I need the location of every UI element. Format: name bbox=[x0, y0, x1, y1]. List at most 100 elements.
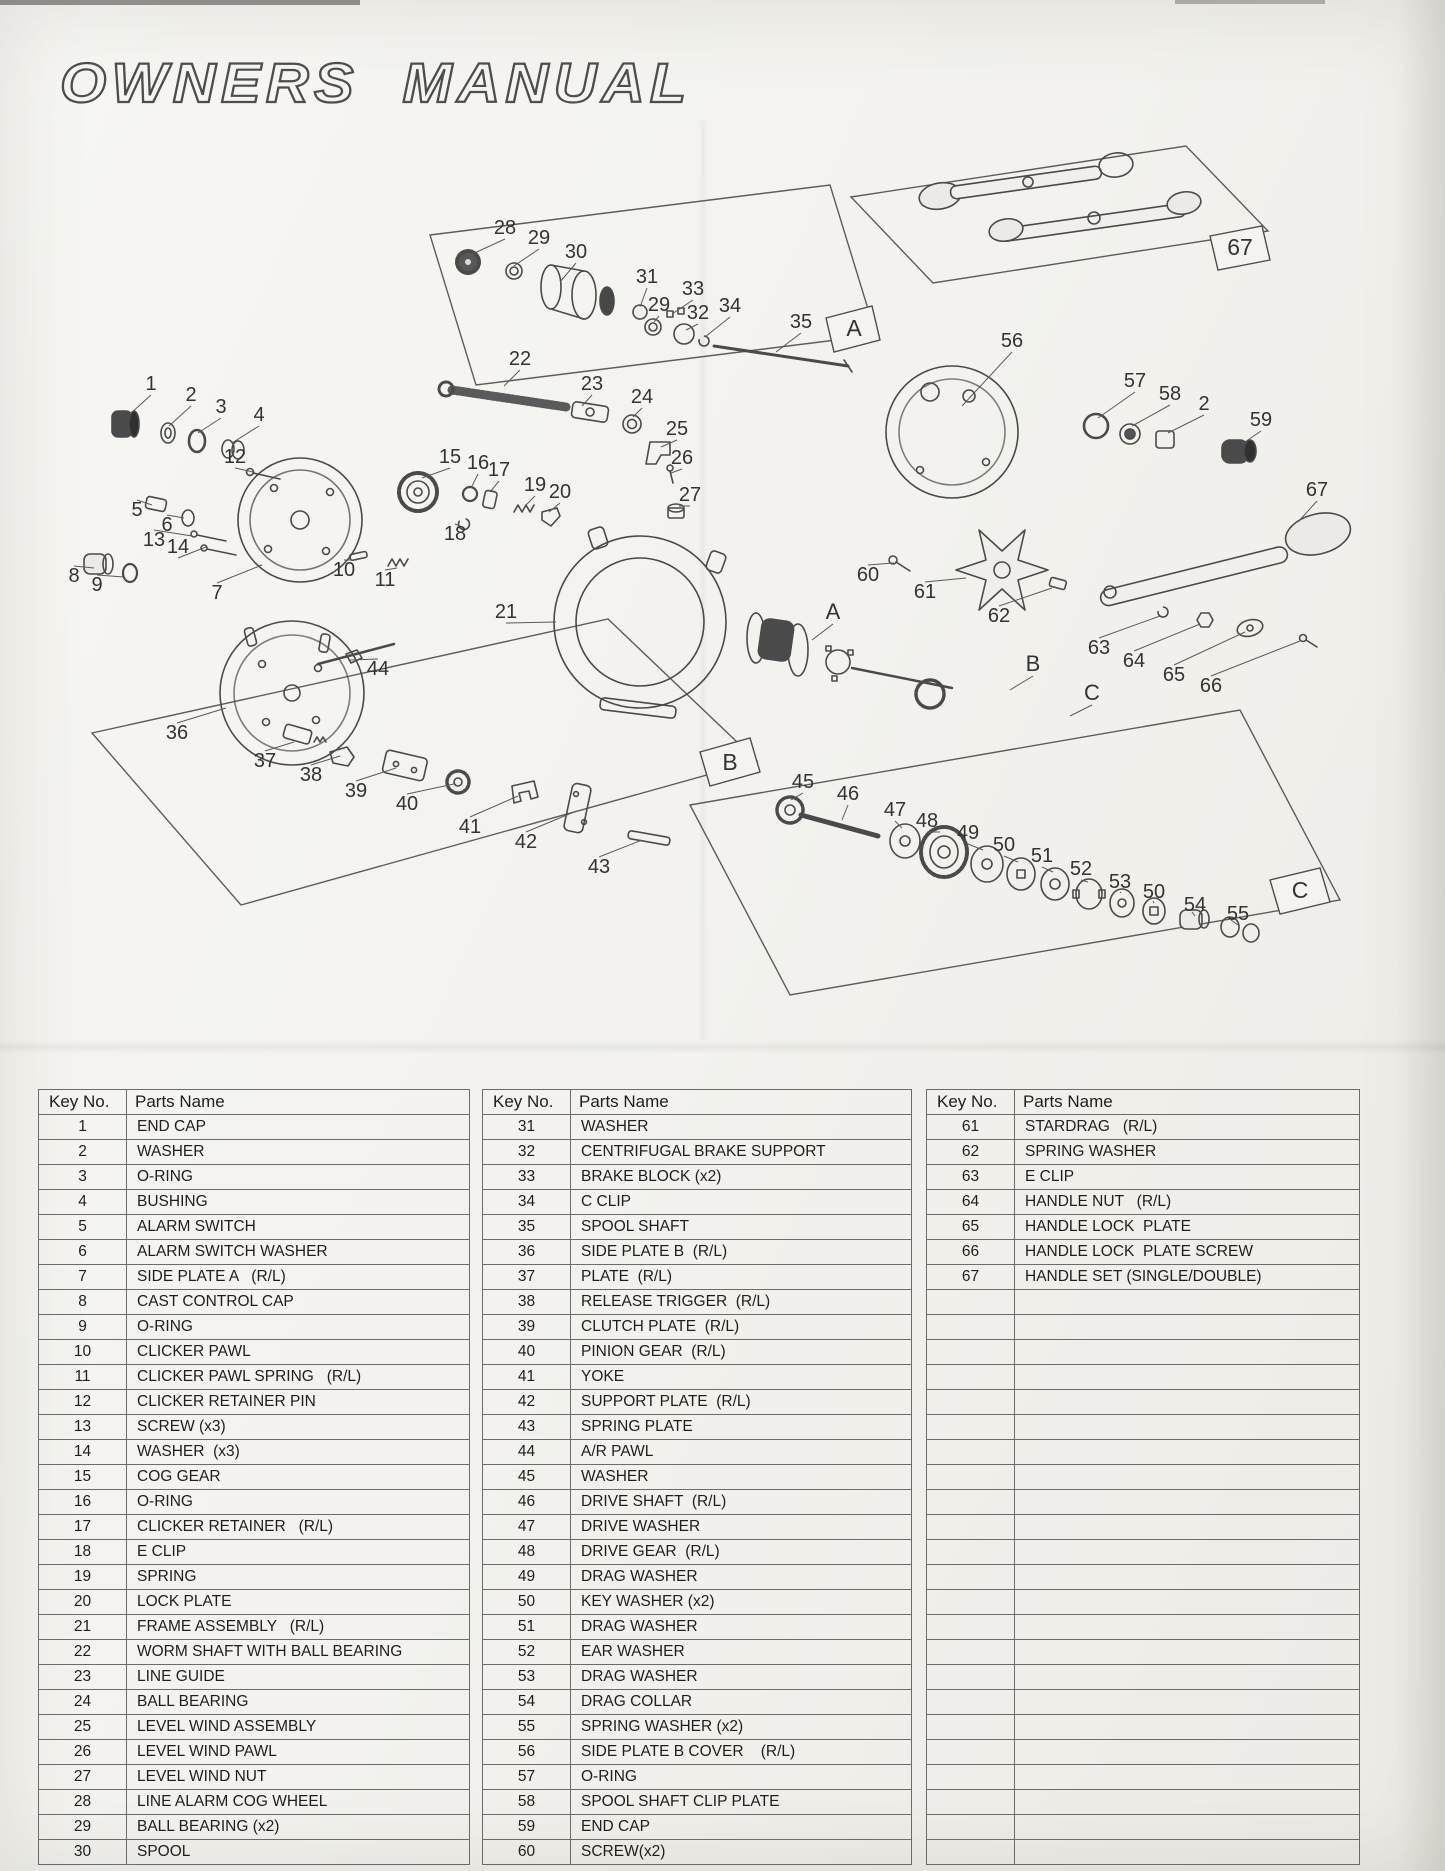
leader-line bbox=[548, 502, 561, 513]
part-name: ALARM SWITCH WASHER bbox=[126, 1239, 470, 1265]
scan-edge-artifact bbox=[1175, 0, 1325, 4]
part-number-label: 43 bbox=[588, 856, 610, 878]
leader-line bbox=[924, 577, 967, 583]
part-name bbox=[1014, 1489, 1360, 1515]
part-name: HANDLE LOCK PLATE SCREW bbox=[1014, 1239, 1360, 1265]
leader-line bbox=[264, 741, 295, 752]
section-label-a: A bbox=[846, 315, 862, 341]
part-key: 49 bbox=[482, 1564, 571, 1590]
part-key: 18 bbox=[38, 1539, 127, 1565]
part-key: 11 bbox=[38, 1364, 127, 1390]
part-name bbox=[1014, 1764, 1360, 1790]
part-key bbox=[926, 1489, 1015, 1515]
paper-crease-vertical bbox=[698, 120, 708, 1040]
table-row-empty bbox=[926, 1364, 1360, 1390]
part-key: 28 bbox=[38, 1789, 127, 1815]
part-key: 7 bbox=[38, 1264, 127, 1290]
part-name: DRIVE GEAR (R/L) bbox=[570, 1539, 912, 1565]
part-number-label: 50 bbox=[1143, 881, 1165, 903]
part-key bbox=[926, 1814, 1015, 1840]
part-number-label: 5 bbox=[131, 499, 142, 521]
part-key: 45 bbox=[482, 1464, 571, 1490]
part-key: 56 bbox=[482, 1739, 571, 1765]
part-number-label: 19 bbox=[524, 474, 546, 496]
part-name: YOKE bbox=[570, 1364, 912, 1390]
leader-line bbox=[489, 480, 500, 493]
part-key: 47 bbox=[482, 1514, 571, 1540]
part-number-label: 46 bbox=[837, 783, 859, 805]
leader-line bbox=[197, 417, 222, 434]
part-key: 10 bbox=[38, 1339, 127, 1365]
leader-line bbox=[704, 316, 731, 338]
section-tag-box-67 bbox=[1209, 225, 1271, 271]
part-key: 27 bbox=[38, 1764, 127, 1790]
table-row-empty bbox=[926, 1689, 1360, 1715]
part-number-label: 6 bbox=[161, 514, 172, 536]
part-number-label: 51 bbox=[1031, 845, 1053, 867]
section-tag-box-a bbox=[825, 305, 881, 353]
part-name: DRAG WASHER bbox=[570, 1614, 912, 1640]
part-name: BALL BEARING (x2) bbox=[126, 1814, 470, 1840]
table-row-empty bbox=[926, 1289, 1360, 1315]
part-name: SPOOL bbox=[126, 1839, 470, 1865]
table-row-empty bbox=[926, 1839, 1360, 1865]
part-name: WASHER (x3) bbox=[126, 1439, 470, 1465]
part-key: 24 bbox=[38, 1689, 127, 1715]
part-number-label: 66 bbox=[1200, 675, 1222, 697]
scan-edge-artifact bbox=[0, 0, 360, 5]
leader-line bbox=[177, 546, 207, 559]
column-header: Parts Name bbox=[570, 1089, 912, 1115]
part-key: 31 bbox=[482, 1114, 571, 1140]
leader-line bbox=[1297, 500, 1318, 523]
column-header: Key No. bbox=[482, 1089, 571, 1115]
part-key bbox=[926, 1639, 1015, 1665]
part-name bbox=[1014, 1839, 1360, 1865]
part-number-label: 63 bbox=[1088, 637, 1110, 659]
leader-line bbox=[234, 467, 254, 473]
part-name bbox=[1014, 1714, 1360, 1740]
part-number-label: 16 bbox=[467, 452, 489, 474]
leader-line bbox=[1069, 704, 1093, 717]
reel-parts-artwork bbox=[83, 152, 1352, 943]
page-title: OWNERS MANUAL bbox=[59, 50, 692, 115]
part-key bbox=[926, 1689, 1015, 1715]
part-key: 62 bbox=[926, 1139, 1015, 1165]
leader-line bbox=[421, 467, 451, 479]
part-number-label: 53 bbox=[1109, 871, 1131, 893]
part-name: CENTRIFUGAL BRAKE SUPPORT bbox=[570, 1139, 912, 1165]
header-row: Key No.Parts Name bbox=[926, 1089, 1360, 1115]
part-name: END CAP bbox=[126, 1114, 470, 1140]
part-number-label: 55 bbox=[1227, 903, 1249, 925]
section-label-c: C bbox=[1292, 877, 1309, 903]
leader-line bbox=[176, 707, 227, 724]
part-number-label: 54 bbox=[1184, 894, 1206, 916]
leader-line bbox=[790, 792, 804, 801]
part-number-label: 62 bbox=[988, 605, 1010, 627]
part-number-label: 39 bbox=[345, 780, 367, 802]
part-number-label: 64 bbox=[1123, 650, 1145, 672]
part-number-label: 23 bbox=[581, 373, 603, 395]
part-key: 44 bbox=[482, 1439, 571, 1465]
part-key bbox=[926, 1764, 1015, 1790]
leader-line bbox=[136, 499, 153, 506]
leader-line bbox=[811, 623, 834, 641]
leader-line bbox=[505, 621, 557, 624]
part-number-label: 22 bbox=[509, 348, 531, 370]
